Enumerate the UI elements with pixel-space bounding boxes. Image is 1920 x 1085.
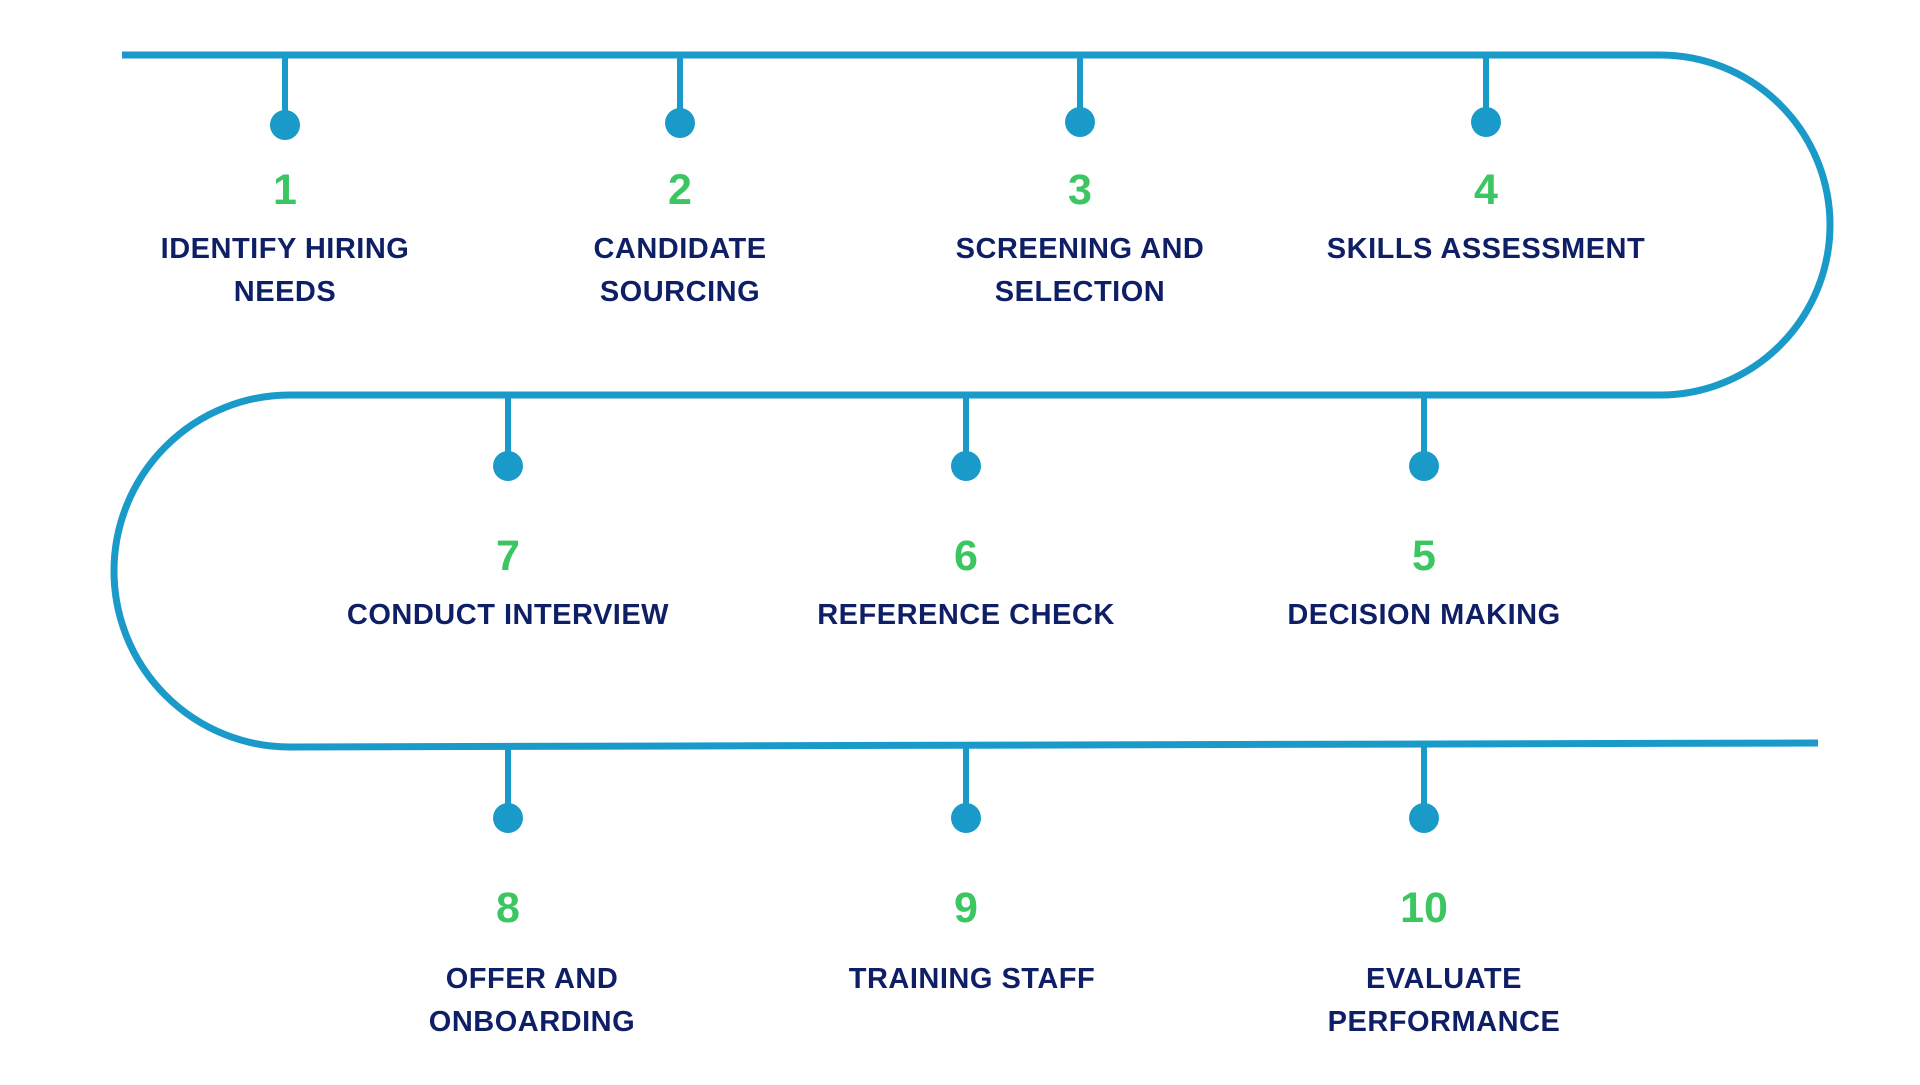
step-10-label-line: PERFORMANCE bbox=[1327, 1006, 1561, 1038]
step-6-label-line: REFERENCE CHECK bbox=[817, 599, 1115, 631]
step-4-marker-dot bbox=[1471, 107, 1501, 137]
step-8-number: 8 bbox=[496, 884, 520, 932]
step-10-label-line: EVALUATE bbox=[1366, 963, 1522, 995]
step-2-number: 2 bbox=[668, 166, 692, 214]
step-3-marker-dot bbox=[1065, 107, 1095, 137]
step-7-label: CONDUCT INTERVIEW bbox=[318, 594, 698, 637]
step-2-label: CANDIDATE SOURCING bbox=[490, 228, 870, 314]
step-7-marker-dot bbox=[493, 451, 523, 481]
step-8-label-line: OFFER AND bbox=[445, 963, 619, 995]
step-9-number: 9 bbox=[954, 884, 978, 932]
step-connectors bbox=[270, 55, 1501, 833]
step-5-label: DECISION MAKING bbox=[1234, 594, 1614, 637]
serpentine-track bbox=[110, 51, 1834, 751]
step-5-number: 5 bbox=[1412, 532, 1436, 580]
step-3-label-line: SELECTION bbox=[994, 276, 1166, 308]
step-9-label: TRAINING STAFF bbox=[782, 958, 1162, 1001]
step-4-label-line: SKILLS ASSESSMENT bbox=[1326, 233, 1646, 265]
step-4-number: 4 bbox=[1474, 166, 1498, 214]
step-3-number: 3 bbox=[1068, 166, 1092, 214]
step-6-label: REFERENCE CHECK bbox=[776, 594, 1156, 637]
step-1-marker-dot bbox=[270, 110, 300, 140]
step-1-number: 1 bbox=[273, 166, 297, 214]
step-5-label-line: DECISION MAKING bbox=[1287, 599, 1561, 631]
step-2-marker-dot bbox=[665, 108, 695, 138]
step-2-label-line: CANDIDATE bbox=[593, 233, 767, 265]
step-2-label-line: SOURCING bbox=[599, 276, 761, 308]
step-9-marker-dot bbox=[951, 803, 981, 833]
step-10-marker-dot bbox=[1409, 803, 1439, 833]
step-5-marker-dot bbox=[1409, 451, 1439, 481]
step-3-label-line: SCREENING AND bbox=[955, 233, 1205, 265]
step-10-label: EVALUATE PERFORMANCE bbox=[1254, 958, 1634, 1044]
step-8-label-line: ONBOARDING bbox=[428, 1006, 636, 1038]
step-1-label-line: IDENTIFY HIRING bbox=[160, 233, 410, 265]
step-9-label-line: TRAINING STAFF bbox=[848, 963, 1096, 995]
step-3-label: SCREENING AND SELECTION bbox=[890, 228, 1270, 314]
step-8-label: OFFER AND ONBOARDING bbox=[342, 958, 722, 1044]
step-6-marker-dot bbox=[951, 451, 981, 481]
step-10-number: 10 bbox=[1400, 884, 1448, 932]
step-4-label: SKILLS ASSESSMENT bbox=[1296, 228, 1676, 271]
step-6-number: 6 bbox=[954, 532, 978, 580]
step-8-marker-dot bbox=[493, 803, 523, 833]
step-1-label-line: NEEDS bbox=[233, 276, 337, 308]
step-1-label: IDENTIFY HIRING NEEDS bbox=[95, 228, 475, 314]
step-7-number: 7 bbox=[496, 532, 520, 580]
step-7-label-line: CONDUCT INTERVIEW bbox=[346, 599, 670, 631]
